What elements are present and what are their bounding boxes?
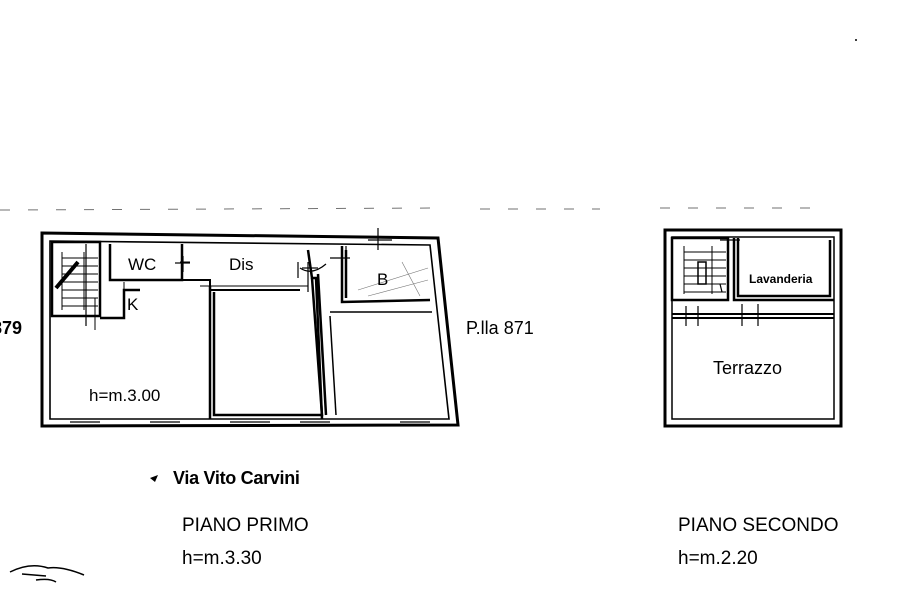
first-floor-height: h=m.3.30 (182, 548, 262, 569)
first-floor-inner-wall (49, 240, 450, 420)
kitchen-partition (100, 288, 140, 320)
middle-room-divider (306, 249, 328, 420)
second-floor-inner-wall (671, 236, 835, 420)
wc-label: WC (128, 255, 156, 274)
first-floor-outer-wall (40, 231, 460, 428)
room-height-label: h=m.3.00 (89, 386, 160, 405)
b-room-hatch (357, 261, 429, 297)
first-floor-title: PIANO PRIMO (182, 515, 309, 536)
street-label: Via Vito Carvini (173, 468, 300, 488)
scribble-mark (9, 565, 85, 583)
first-floor-plan (40, 228, 460, 428)
b-label: B (377, 270, 388, 289)
staircase-treads (61, 252, 98, 310)
staircase (50, 240, 102, 318)
left-parcel-label: 879 (0, 318, 23, 338)
second-floor-height: h=m.2.20 (678, 548, 758, 569)
corridor-lower-wall (182, 279, 300, 291)
right-parcel-label: P.lla 871 (466, 318, 534, 338)
terrace-label: Terrazzo (713, 358, 782, 378)
second-staircase-treads (683, 246, 726, 294)
second-floor-outer-wall (663, 228, 843, 428)
kitchen-label: K (127, 295, 139, 314)
dis-label: Dis (229, 255, 254, 274)
laundry-label: Lavanderia (749, 272, 813, 286)
street-marker-icon (150, 475, 158, 482)
second-floor-plan (663, 228, 843, 428)
wall-openings (85, 228, 392, 326)
second-staircase (670, 236, 730, 302)
second-floor-title: PIANO SECONDO (678, 515, 839, 536)
laundry-walls (732, 238, 834, 302)
boundary-dashes (0, 207, 820, 211)
staircase-arrow (54, 260, 80, 290)
middle-room-walls (208, 277, 324, 419)
second-floor-openings (685, 239, 759, 326)
speck-mark (855, 39, 857, 41)
terrace-divider (672, 313, 834, 319)
